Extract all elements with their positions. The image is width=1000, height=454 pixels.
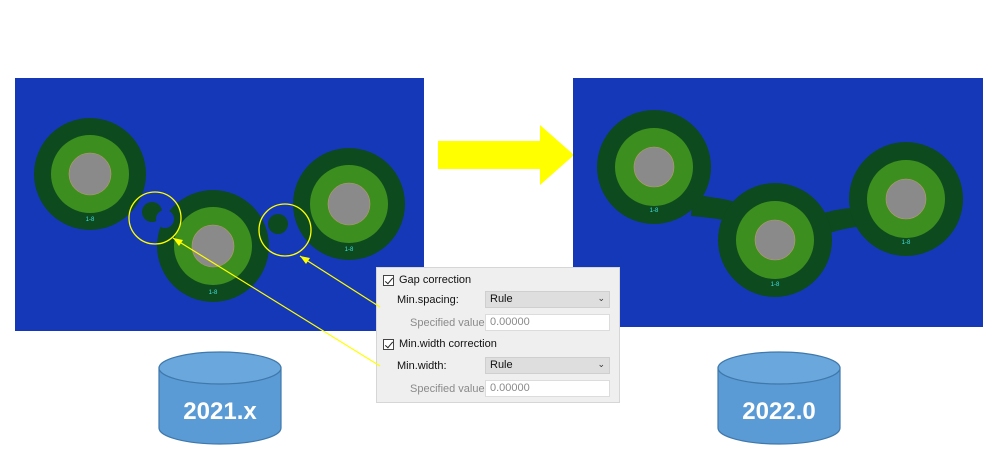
right-pad-1-label: 1-8 — [650, 208, 659, 214]
gap-correction-label: Gap correction — [399, 274, 472, 286]
left-pad-3-label: 1-8 — [345, 247, 354, 253]
chevron-down-icon: ⌄ — [597, 293, 605, 303]
min-spacing-label: Min.spacing: — [397, 294, 459, 306]
callout-line-to-gap-1 — [172, 237, 381, 367]
correction-options-panel: Gap correction Min.spacing: Rule ⌄ Speci… — [376, 267, 620, 403]
min-width-correction-label: Min.width correction — [399, 338, 497, 350]
min-width-label: Min.width: — [397, 360, 447, 372]
callout-line-to-gap-2 — [299, 255, 381, 308]
right-pad-2-label: 1-8 — [771, 282, 780, 288]
left-pad-1-label: 1-8 — [86, 217, 95, 223]
highlight-circle-2 — [258, 203, 312, 257]
specified-value-2: 0.00000 — [490, 382, 530, 394]
specified-value-label-1: Specified value: — [410, 317, 488, 329]
right-pad-2-hole — [754, 219, 796, 261]
right-pad-1-hole — [633, 146, 675, 188]
callout-arrowhead-2 — [300, 256, 310, 264]
left-pad-3-hole — [327, 182, 371, 226]
version-label-left: 2021.x — [183, 398, 257, 425]
left-board-view: 1-8 1-8 1-8 — [15, 78, 424, 331]
min-spacing-value: Rule — [490, 293, 513, 305]
min-width-correction-row: Min.width correction — [383, 334, 497, 354]
version-cylinder-right: 2022.0 — [717, 351, 841, 445]
callout-arrowhead-1 — [173, 238, 183, 246]
min-spacing-select[interactable]: Rule ⌄ — [485, 291, 610, 308]
specified-value-label-2: Specified value: — [410, 383, 488, 395]
specified-value-1: 0.00000 — [490, 316, 530, 328]
highlight-circle-1 — [128, 191, 182, 245]
version-label-right: 2022.0 — [742, 398, 815, 425]
left-gap-fill-2 — [268, 214, 288, 234]
left-gap-notch-1 — [156, 210, 174, 228]
left-pad-1-hole — [68, 152, 112, 196]
min-width-value: Rule — [490, 359, 513, 371]
right-pad-3-hole — [885, 178, 927, 220]
gap-correction-row: Gap correction — [383, 270, 471, 290]
left-pad-2-label: 1-8 — [209, 290, 218, 296]
transition-arrow-icon — [438, 125, 574, 185]
left-gap-notch-2 — [282, 229, 300, 247]
version-cylinder-left: 2021.x — [158, 351, 282, 445]
right-board-view: 1-8 1-8 1-8 — [573, 78, 983, 327]
min-width-correction-checkbox[interactable] — [383, 338, 394, 350]
specified-value-input-2[interactable]: 0.00000 — [485, 380, 610, 397]
gap-correction-checkbox[interactable] — [383, 274, 394, 286]
right-pad-3-label: 1-8 — [902, 240, 911, 246]
chevron-down-icon: ⌄ — [597, 359, 605, 369]
min-width-select[interactable]: Rule ⌄ — [485, 357, 610, 374]
specified-value-input-1[interactable]: 0.00000 — [485, 314, 610, 331]
